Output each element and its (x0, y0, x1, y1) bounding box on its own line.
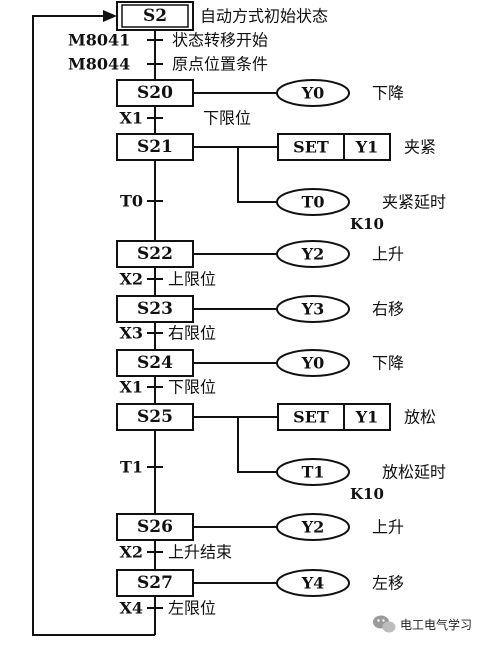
watermark: 电工电气学习 (373, 615, 472, 633)
step-label: S26 (137, 517, 173, 537)
transition-description: 右限位 (168, 324, 216, 343)
output-coil: Y4 左移 (276, 569, 404, 597)
output-description: 下降 (372, 84, 404, 103)
output-description: 放松延时 (382, 463, 446, 482)
transition-label: X1 (119, 109, 143, 128)
step-s27: S27 Y4 左移 (116, 569, 404, 597)
start-condition-description: 原点位置条件 (172, 55, 268, 74)
timer-coil: T0 夹紧延时 K10 (276, 188, 446, 233)
set-instruction: SET Y1 放松 (277, 403, 436, 431)
output-coil: Y0 下降 (276, 349, 404, 377)
step-s24: S24 Y0 下降 (116, 349, 404, 377)
initial-step-label: S2 (143, 6, 167, 26)
transition-label: X4 (119, 599, 143, 618)
output-coil-label: Y4 (301, 574, 325, 593)
step-box (116, 403, 194, 431)
output-coil-label: Y3 (301, 300, 325, 319)
transition-x3: X3 右限位 (119, 324, 216, 343)
transition-t0: T0 (120, 192, 163, 211)
output-coil: Y0 下降 (276, 79, 404, 107)
watermark-text: 电工电气学习 (400, 617, 472, 632)
step-label: S24 (137, 353, 173, 373)
start-condition-description: 状态转移开始 (172, 31, 268, 50)
transition-x1: X1 下限位 (119, 378, 216, 397)
timer-coil-label: T1 (301, 463, 324, 482)
output-coil: Y2 上升 (276, 513, 404, 541)
transition-description: 下限位 (203, 109, 251, 128)
timer-preset: K10 (350, 215, 384, 233)
transition-label: X2 (119, 543, 143, 562)
step-box (116, 349, 194, 377)
step-label: S21 (137, 137, 173, 157)
step-label: S23 (137, 299, 173, 319)
output-coil: Y3 右移 (276, 295, 404, 323)
step-s23: S23 Y3 右移 (116, 295, 404, 323)
timer-coil-label: T0 (301, 193, 324, 212)
step-s20: S20 Y0 下降 (116, 79, 404, 107)
transition-x4: X4 左限位 (119, 599, 216, 618)
step-label: S22 (137, 244, 173, 264)
output-description: 左移 (372, 574, 404, 593)
step-box (116, 569, 194, 597)
transition-x2: X2 上升结束 (119, 543, 232, 562)
start-condition-label: M8044 (68, 55, 130, 74)
output-description: 下降 (372, 354, 404, 373)
transition-label: X1 (119, 378, 143, 397)
transition-description: 左限位 (168, 599, 216, 618)
transition-label: X3 (119, 324, 143, 343)
start-condition-m8041: M8041 状态转移开始 (68, 31, 268, 50)
initial-step-description: 自动方式初始状态 (200, 7, 328, 26)
set-instruction: SET Y1 夹紧 (277, 133, 436, 161)
step-box (116, 295, 194, 323)
output-coil-label: Y2 (301, 518, 325, 537)
step-box (116, 133, 194, 161)
loop-arrowhead (103, 10, 117, 22)
wechat-icon (373, 615, 396, 633)
output-description: 夹紧延时 (382, 193, 446, 212)
step-box (116, 240, 194, 268)
step-box (116, 513, 194, 541)
step-label: S27 (137, 573, 173, 593)
step-s26: S26 Y2 上升 (116, 513, 404, 541)
step-s21: S21 SET Y1 夹紧 T0 夹紧延时 K10 (116, 133, 446, 233)
output-description: 上升 (372, 518, 404, 537)
output-description: 夹紧 (404, 138, 436, 157)
set-command-label: SET (293, 408, 329, 427)
transition-description: 上升结束 (168, 543, 232, 562)
step-s22: S22 Y2 上升 (116, 240, 404, 268)
step-s25: S25 SET Y1 放松 T1 放松延时 K10 (116, 403, 446, 503)
transition-label: X2 (119, 270, 143, 289)
output-description: 放松 (404, 408, 436, 427)
step-label: S20 (137, 83, 173, 103)
output-coil-label: Y0 (301, 84, 325, 103)
transition-description: 下限位 (168, 378, 216, 397)
output-description: 上升 (372, 245, 404, 264)
transition-t1: T1 (120, 458, 163, 477)
timer-coil: T1 放松延时 K10 (276, 458, 446, 503)
transition-x1: X1 下限位 (119, 109, 251, 128)
output-coil-label: Y2 (301, 245, 325, 264)
timer-preset: K10 (350, 485, 384, 503)
output-description: 右移 (372, 300, 404, 319)
start-condition-m8044: M8044 原点位置条件 (68, 55, 268, 74)
output-coil: Y2 上升 (276, 240, 404, 268)
transition-description: 上限位 (168, 270, 216, 289)
set-command-label: SET (293, 138, 329, 157)
set-target-label: Y1 (355, 138, 379, 157)
initial-step: S2 (116, 1, 194, 31)
transition-label: T1 (120, 458, 143, 477)
transition-label: T0 (120, 192, 143, 211)
set-target-label: Y1 (355, 408, 379, 427)
start-condition-label: M8041 (68, 31, 130, 50)
step-label: S25 (137, 407, 173, 427)
step-box (116, 79, 194, 107)
transition-x2: X2 上限位 (119, 270, 216, 289)
output-coil-label: Y0 (301, 354, 325, 373)
